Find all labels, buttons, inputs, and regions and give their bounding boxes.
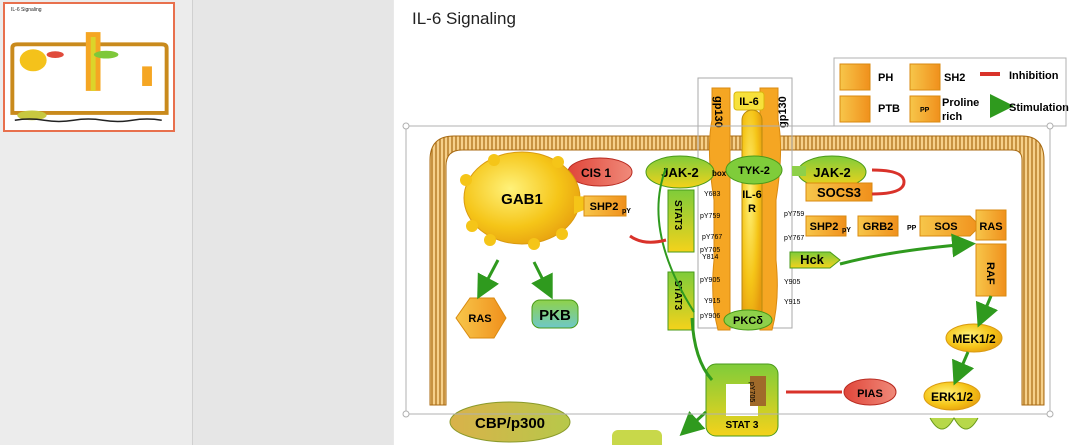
nucleus-target-node[interactable]	[929, 416, 979, 430]
inhibition-edge-cis	[629, 234, 667, 244]
pkb-label: PKB	[539, 307, 571, 324]
y683-site: Y683	[704, 191, 720, 198]
raf-label: RAF	[984, 262, 996, 285]
box-site-left: box	[712, 169, 727, 178]
shp2-right-label: SHP2	[810, 221, 839, 233]
cell-membrane	[429, 135, 1045, 406]
pias-node[interactable]	[843, 378, 897, 406]
legend-pp: PP	[920, 107, 930, 114]
slide-thumbnail-pane: IL-6 Signaling	[0, 0, 193, 445]
ras-label: RAS	[468, 313, 491, 325]
pias-label: PIAS	[857, 388, 883, 400]
socs3-node[interactable]	[805, 182, 873, 202]
box-site-right	[792, 166, 806, 176]
socs3-label: SOCS3	[817, 185, 861, 200]
erk-label: ERK1/2	[931, 390, 973, 404]
selection-frames	[402, 57, 1067, 418]
y915-site-right: Y915	[784, 299, 800, 306]
shp2-left-label: SHP2	[590, 201, 619, 213]
py906-site: pY906	[700, 313, 720, 320]
pp-site: PP	[907, 225, 917, 232]
ras-membrane-label: RAS	[979, 221, 1002, 233]
il6r-label-2: R	[748, 203, 756, 215]
slide-title[interactable]: IL-6 Signaling	[412, 9, 516, 28]
pkb-node[interactable]	[531, 299, 579, 329]
slide-canvas[interactable]: IL-6 Signaling	[394, 0, 1080, 445]
legend-sh2: SH2	[944, 72, 965, 84]
gp130-left-label: gp130	[712, 96, 724, 128]
il6r-label-1: IL-6	[742, 189, 762, 201]
legend-proline-2: rich	[942, 111, 962, 123]
py767-site-left: pY767	[702, 234, 722, 241]
y905-site-right: Y905	[784, 279, 800, 286]
il6-label: IL-6	[739, 96, 759, 108]
y814-site: Y814	[702, 254, 718, 261]
py705-site: pY705	[700, 247, 720, 254]
tyk2-node[interactable]	[725, 155, 783, 185]
stat3-b-label: STAT3	[672, 280, 683, 311]
legend	[839, 63, 1014, 123]
py905-site: pY905	[700, 277, 720, 284]
hck-node[interactable]	[789, 251, 841, 269]
legend-proline-1: Proline	[942, 97, 979, 109]
ras-node[interactable]	[455, 297, 507, 339]
shp2-left-node[interactable]	[583, 195, 627, 217]
erk-node[interactable]	[923, 381, 981, 411]
stat3-a-node[interactable]	[667, 189, 695, 253]
cbp-node[interactable]	[449, 401, 571, 443]
jak2-left-label: JAK-2	[661, 165, 699, 180]
legend-ptb: PTB	[878, 103, 900, 115]
stat3-dimer-label: STAT 3	[726, 420, 759, 431]
py759-site-left: pY759	[700, 213, 720, 220]
stimulation-edges	[477, 167, 999, 437]
sos-node[interactable]	[919, 215, 981, 237]
thumbnail-diagram	[10, 32, 169, 123]
tyk2-label: TYK-2	[738, 165, 770, 177]
stat3-b-node[interactable]	[667, 271, 695, 331]
legend-stimulation: Stimulation	[1009, 102, 1069, 114]
slide-thumbnail-1[interactable]: IL-6 Signaling	[3, 2, 175, 132]
socs3-inhibition-edge	[871, 168, 906, 196]
py705-dimer-site: pY705	[748, 382, 755, 402]
grb2-label: GRB2	[863, 221, 894, 233]
gab1-label: GAB1	[501, 191, 543, 208]
stat3-dimer-node[interactable]	[705, 363, 779, 437]
py767-site-right: pY767	[784, 235, 804, 242]
legend-ph: PH	[878, 72, 893, 84]
ras-membrane-node[interactable]	[975, 209, 1007, 241]
hck-label: Hck	[800, 252, 825, 267]
gp130-right-label: gp130	[777, 96, 789, 128]
py-site-right: pY	[842, 227, 851, 234]
cis1-label: CIS 1	[581, 166, 611, 180]
cbp-label: CBP/p300	[475, 415, 545, 432]
pkc-node[interactable]	[723, 309, 773, 331]
sos-label: SOS	[934, 221, 957, 233]
pkc-label: PKCδ	[733, 315, 763, 327]
raf-node[interactable]	[975, 243, 1007, 297]
shp2-right-node[interactable]	[805, 215, 847, 237]
mek-label: MEK1/2	[952, 332, 996, 346]
legend-inhibition: Inhibition	[1009, 70, 1059, 82]
partner-node[interactable]	[612, 430, 662, 445]
grb2-node[interactable]	[857, 215, 899, 237]
workspace-gutter	[193, 0, 393, 445]
thumbnail-title: IL-6 Signaling	[11, 7, 42, 13]
py759-site-right: pY759	[784, 211, 804, 218]
stat3-a-label: STAT3	[672, 200, 683, 231]
py-site-left: pY	[622, 208, 631, 215]
y915-site-left: Y915	[704, 298, 720, 305]
pathway-diagram: IL-6 gp130 gp130 IL-6 R TYK-2 JAK-2 JAK-…	[402, 57, 1069, 445]
jak2-right-label: JAK-2	[813, 165, 851, 180]
mek-node[interactable]	[945, 323, 1003, 353]
